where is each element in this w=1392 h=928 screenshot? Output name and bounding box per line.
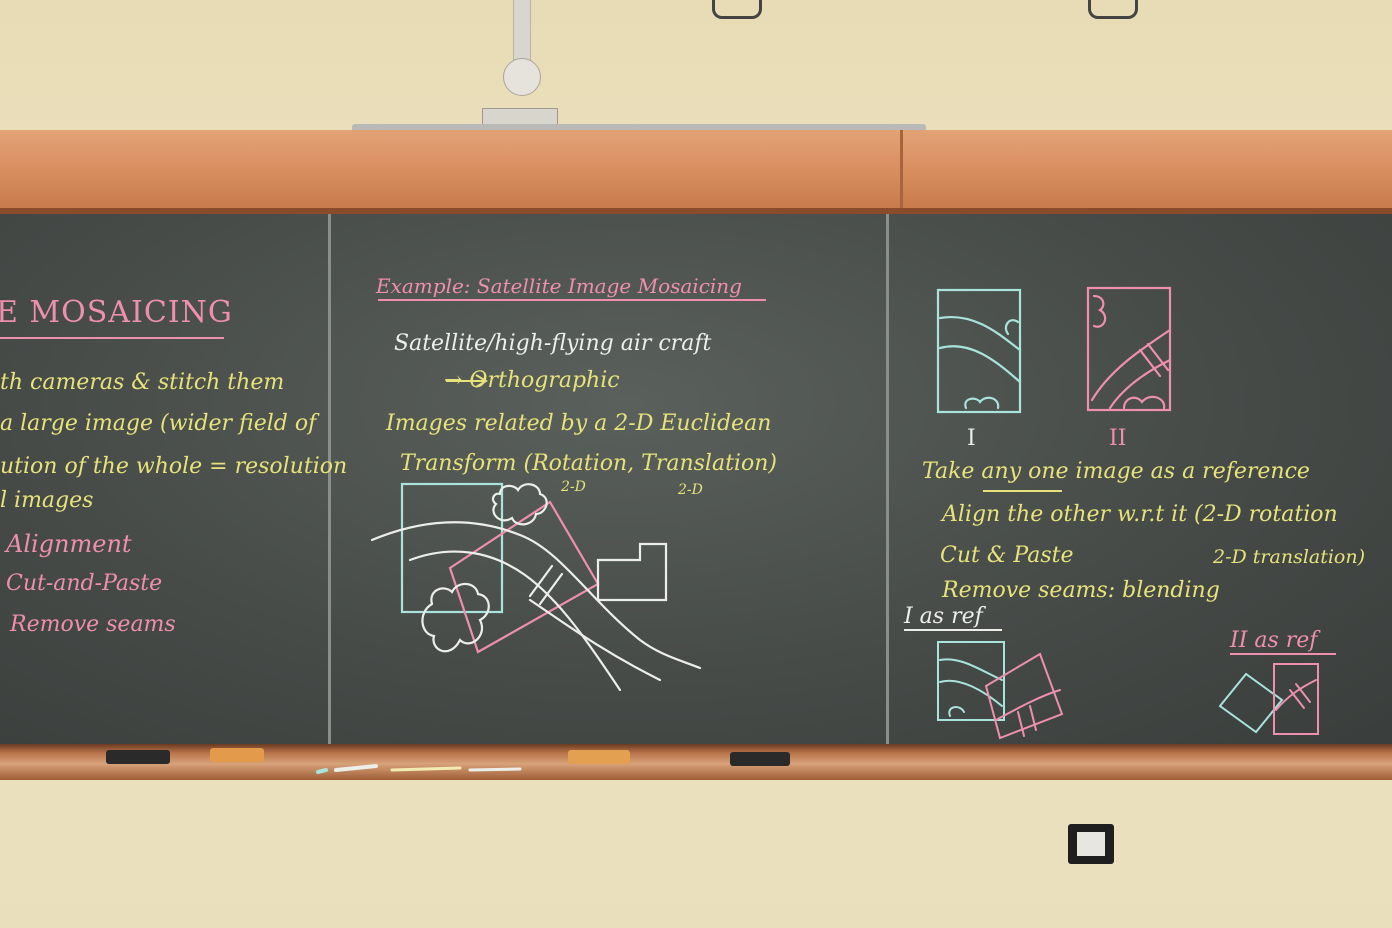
ref-one-thumbnail <box>937 641 1064 740</box>
right-ref-one: I as ref <box>904 604 983 629</box>
frame-seam <box>900 130 903 210</box>
electrical-conduit-vertical <box>513 0 531 70</box>
image-label-one: I <box>967 426 976 451</box>
arrow-icon <box>446 374 488 388</box>
left-line: l images <box>0 488 94 513</box>
board-frame <box>0 130 1392 210</box>
right-line: Take any one image as a reference <box>922 459 1310 484</box>
image-two-diagram <box>1086 286 1172 412</box>
left-line: th cameras & stitch them <box>0 370 285 395</box>
middle-sub: 2-D <box>561 479 586 495</box>
hook <box>1088 0 1138 19</box>
ref-two-thumbnail <box>1218 663 1319 735</box>
board-panel-divider <box>328 214 331 744</box>
left-line: ution of the whole = resolution <box>0 454 348 479</box>
right-line: Cut & Paste <box>940 543 1074 568</box>
image-label-two: II <box>1109 426 1127 451</box>
junction-box <box>503 58 541 96</box>
chalk-pieces <box>316 764 522 774</box>
left-step: Cut-and-Paste <box>6 571 163 596</box>
middle-sub: 2-D <box>678 482 703 498</box>
left-step: Alignment <box>6 530 132 558</box>
image-one-diagram <box>936 288 1022 414</box>
right-line: Align the other w.r.t it (2-D rotation <box>942 502 1338 527</box>
middle-title: Example: Satellite Image Mosaicing <box>376 274 742 298</box>
wall-socket <box>1068 824 1114 864</box>
underline-ref <box>904 490 1336 655</box>
right-line: Remove seams: blending <box>942 578 1220 603</box>
eraser <box>210 748 264 762</box>
board-panel-divider <box>886 214 889 744</box>
middle-line: Images related by a 2-D Euclidean <box>386 411 772 436</box>
eraser <box>568 750 630 764</box>
right-line: 2-D translation) <box>1213 546 1366 568</box>
right-ref-two: II as ref <box>1230 628 1318 653</box>
left-step: Remove seams <box>10 612 176 637</box>
middle-line: Transform (Rotation, Translation) <box>400 451 777 476</box>
middle-line: Satellite/high-flying air craft <box>394 331 712 356</box>
middle-line: → Orthographic <box>444 368 620 393</box>
hook <box>712 0 762 19</box>
left-title: E MOSAICING <box>0 295 233 330</box>
eraser <box>730 752 790 766</box>
mosaic-diagram <box>370 482 702 692</box>
electrical-conduit-horizontal <box>352 124 926 132</box>
eraser <box>106 750 170 764</box>
left-line: a large image (wider field of <box>0 411 317 436</box>
